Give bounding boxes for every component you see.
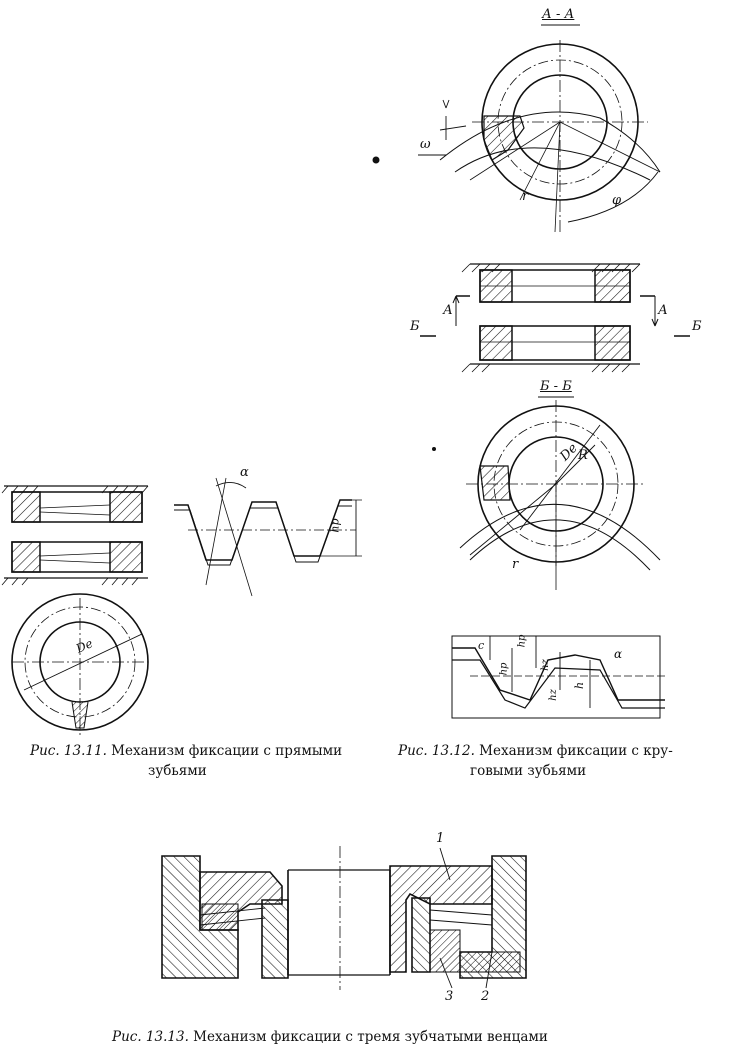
hp-label-1311: hp: [328, 518, 342, 533]
hp-mid-label: hp: [498, 662, 510, 676]
speck: [372, 156, 380, 164]
b-right-label: Б: [692, 319, 702, 334]
omega-label: ω: [420, 137, 431, 152]
caption-13-13-number: Рис. 13.13.: [112, 1029, 189, 1045]
fig-13-12-tooth-profile: [451, 635, 665, 719]
caption-13-11: Рис. 13.11. Механизм фиксации с прямыми: [30, 742, 370, 760]
fig-13-11-ring: [11, 593, 149, 736]
speck: [432, 447, 436, 451]
section-aa-label: А - А: [542, 7, 575, 22]
r-top-label: r: [522, 189, 529, 204]
section-bb-label: Б - Б: [540, 379, 572, 394]
hz2-label: hz: [547, 689, 559, 701]
fig-13-12-section-aa: [418, 24, 661, 233]
caption-13-12-line2: говыми зубьями: [470, 763, 587, 779]
caption-13-12-number: Рис. 13.12.: [398, 743, 475, 759]
fig-13-12-section-bb: [459, 400, 661, 590]
fig-13-11-assembly: [1, 485, 149, 586]
alpha-label-1312: α: [614, 647, 623, 661]
caption-13-11-number: Рис. 13.11.: [30, 743, 107, 759]
caption-13-12: Рис. 13.12. Механизм фиксации с кру-: [398, 742, 728, 760]
alpha-label-1311: α: [240, 465, 249, 480]
R-label: R: [578, 448, 588, 463]
c-label: c: [478, 639, 485, 652]
part-2-label: 2: [481, 989, 490, 1004]
fig-13-11-tooth-profile: [174, 477, 362, 597]
caption-13-11-line2: зубьями: [148, 763, 207, 779]
a-left-label: А: [443, 303, 453, 318]
hz-label: hz: [539, 659, 551, 671]
h-label: h: [573, 681, 587, 690]
caption-13-12-text: Механизм фиксации с кру-: [479, 743, 673, 759]
r-bottom-label: r: [512, 557, 519, 572]
phi-label: φ: [612, 193, 622, 208]
part-3-label: 3: [445, 989, 454, 1004]
hp-top-label: hp: [516, 634, 528, 648]
part-1-label: 1: [436, 831, 445, 846]
fig-13-12-assembly: [420, 263, 690, 398]
caption-13-11-text: Механизм фиксации с прямыми: [111, 743, 343, 759]
caption-13-13-text: Механизм фиксации с тремя зубчатыми венц…: [193, 1029, 548, 1045]
b-left-label: Б: [410, 319, 420, 334]
a-right-label: А: [658, 303, 668, 318]
fig-13-13-assembly: [161, 846, 527, 990]
caption-13-13: Рис. 13.13. Механизм фиксации с тремя зу…: [112, 1028, 632, 1046]
